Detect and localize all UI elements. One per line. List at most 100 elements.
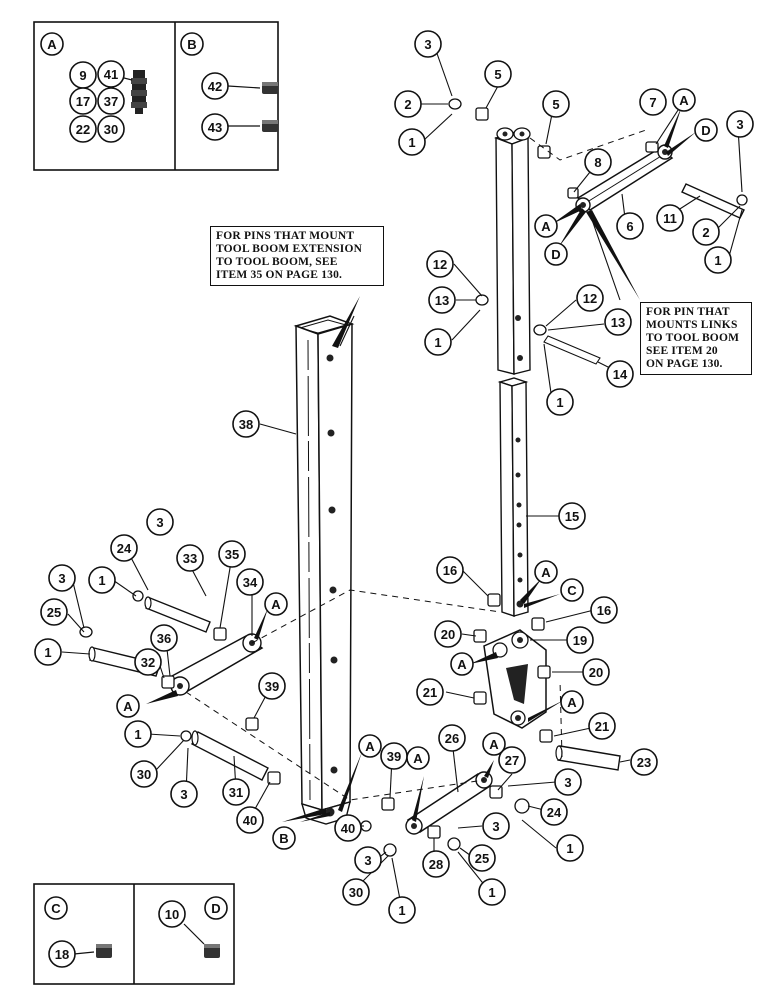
svg-text:21: 21 (595, 719, 609, 734)
svg-text:A: A (365, 739, 375, 754)
panel-b-part-43: 43 (201, 113, 229, 141)
panel-letter-d: D (204, 896, 228, 920)
svg-text:25: 25 (47, 605, 61, 620)
svg-text:C: C (51, 901, 61, 916)
svg-text:20: 20 (441, 627, 455, 642)
pin-33 (144, 596, 211, 633)
part-16-callout: 16 (590, 596, 618, 624)
part-21-callout: 21 (416, 678, 444, 706)
svg-text:34: 34 (243, 575, 258, 590)
svg-text:41: 41 (104, 67, 118, 82)
svg-text:A: A (457, 657, 467, 672)
tool-boom-extension-upper (494, 127, 531, 375)
plug-icon (204, 944, 220, 958)
part-20-callout: 20 (434, 620, 462, 648)
part-16-callout: 16 (436, 556, 464, 584)
reference-letter-a: A (116, 694, 140, 718)
note-links: FOR PIN THAT MOUNTS LINKS TO TOOL BOOM S… (640, 302, 752, 375)
reference-letter-d: D (694, 118, 718, 142)
reference-letter-a: A (482, 732, 506, 756)
svg-text:D: D (551, 247, 560, 262)
part-3-callout: 3 (170, 780, 198, 808)
svg-text:3: 3 (424, 37, 431, 52)
part-24-callout: 24 (540, 798, 568, 826)
svg-text:8: 8 (594, 155, 601, 170)
svg-text:1: 1 (714, 253, 721, 268)
svg-text:31: 31 (229, 785, 243, 800)
part-1-callout: 1 (124, 720, 152, 748)
svg-text:24: 24 (547, 805, 562, 820)
bracket-19 (483, 629, 547, 729)
reference-letter-a: A (450, 652, 474, 676)
svg-text:3: 3 (58, 571, 65, 586)
svg-text:26: 26 (445, 731, 459, 746)
pin-31 (191, 730, 269, 781)
note-tool-boom-extension: FOR PINS THAT MOUNT TOOL BOOM EXTENSION … (210, 226, 384, 286)
svg-text:27: 27 (505, 753, 519, 768)
part-36-callout: 36 (150, 624, 178, 652)
part-26-callout: 26 (438, 724, 466, 752)
part-20-callout: 20 (582, 658, 610, 686)
part-1-callout: 1 (424, 328, 452, 356)
part-19-callout: 19 (566, 626, 594, 654)
svg-text:25: 25 (475, 851, 489, 866)
part-14-callout: 14 (606, 360, 634, 388)
svg-text:30: 30 (137, 767, 151, 782)
svg-text:16: 16 (597, 603, 611, 618)
svg-text:22: 22 (76, 122, 90, 137)
part-1-callout: 1 (704, 246, 732, 274)
part-1-callout: 1 (34, 638, 62, 666)
part-8-callout: 8 (584, 148, 612, 176)
svg-text:13: 13 (435, 293, 449, 308)
svg-text:1: 1 (408, 135, 415, 150)
reference-letter-a: A (534, 214, 558, 238)
plug-icon (262, 82, 278, 94)
svg-text:2: 2 (404, 97, 411, 112)
part-40-callout: 40 (236, 806, 264, 834)
part-39-callout: 39 (380, 742, 408, 770)
reference-letter-a: A (534, 560, 558, 584)
part-3-callout: 3 (482, 812, 510, 840)
svg-text:42: 42 (208, 79, 222, 94)
svg-text:3: 3 (564, 775, 571, 790)
part-34-callout: 34 (236, 568, 264, 596)
reference-letter-a: A (406, 746, 430, 770)
part-25-callout: 25 (40, 598, 68, 626)
svg-text:37: 37 (104, 94, 118, 109)
svg-text:15: 15 (565, 509, 579, 524)
svg-text:6: 6 (626, 219, 633, 234)
note-line: FOR PIN THAT (646, 306, 730, 318)
bushings (79, 98, 748, 857)
svg-text:9: 9 (79, 68, 86, 83)
part-28-callout: 28 (422, 850, 450, 878)
note-line: SEE ITEM 20 (646, 345, 718, 357)
svg-text:A: A (271, 597, 281, 612)
part-27-callout: 27 (498, 746, 526, 774)
part-3-callout: 3 (354, 846, 382, 874)
panel-letter-a: A (40, 32, 64, 56)
svg-text:35: 35 (225, 547, 239, 562)
part-3-callout: 3 (414, 30, 442, 58)
svg-text:30: 30 (349, 885, 363, 900)
svg-text:3: 3 (180, 787, 187, 802)
svg-text:1: 1 (98, 573, 105, 588)
part-1-callout: 1 (88, 566, 116, 594)
part-40-callout: 40 (334, 814, 362, 842)
part-39-callout: 39 (258, 672, 286, 700)
part-3-callout: 3 (48, 564, 76, 592)
part-38-callout: 38 (232, 410, 260, 438)
note-line: ITEM 35 ON PAGE 130. (216, 269, 343, 281)
svg-text:12: 12 (583, 291, 597, 306)
svg-text:A: A (541, 565, 551, 580)
svg-text:36: 36 (157, 631, 171, 646)
reference-pointers (146, 106, 696, 822)
part-1-callout: 1 (398, 128, 426, 156)
part-30-callout: 30 (130, 760, 158, 788)
panel-c-part-18: 18 (48, 940, 76, 968)
part-1-callout: 1 (546, 388, 574, 416)
svg-text:D: D (701, 123, 710, 138)
plug-icon (262, 120, 278, 132)
